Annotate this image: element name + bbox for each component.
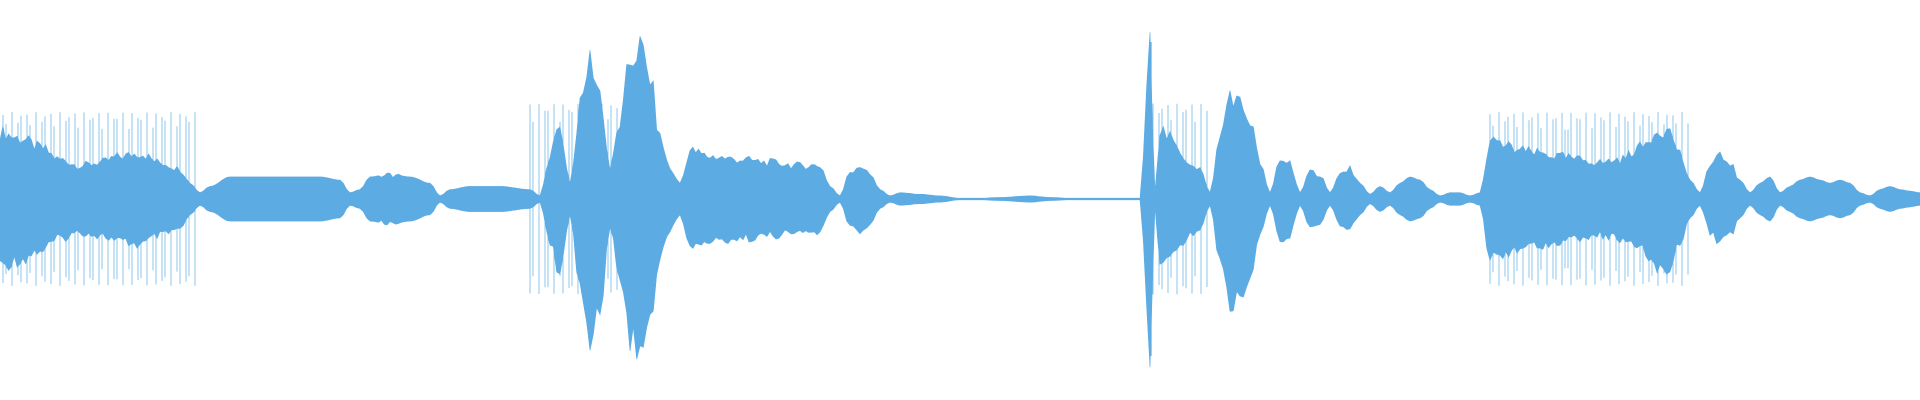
waveform-envelope	[0, 32, 1920, 368]
